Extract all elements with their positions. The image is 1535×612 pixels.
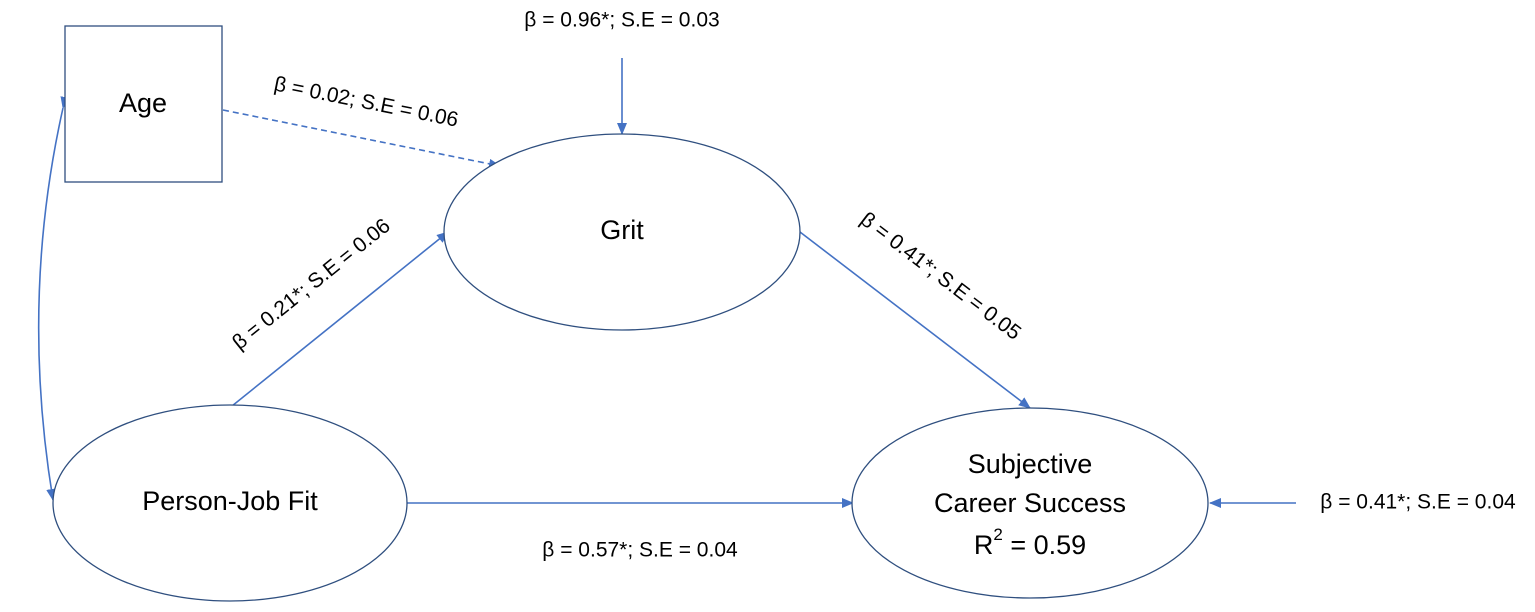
fit-to-success-label: β = 0.57*; S.E = 0.04: [542, 539, 738, 562]
career-success-line1: Subjective: [968, 449, 1093, 479]
grit-error-label: β = 0.96*; S.E = 0.03: [524, 9, 719, 32]
grit-ellipse: [443, 133, 801, 331]
grit-to-success-label: β = 0.41*; S.E = 0.05: [856, 208, 1025, 345]
r2-prefix: R: [974, 530, 994, 560]
age-fit-covariance-arrow: [37, 96, 71, 501]
fit-to-grit-label: β = 0.21*; S.E = 0.06: [228, 214, 395, 354]
age-label: Age: [119, 88, 167, 118]
person-job-fit-label: Person-Job Fit: [142, 486, 318, 516]
grit-to-success-arrow: [799, 231, 1031, 409]
age-to-grit-arrow: [222, 109, 501, 169]
age-box: [64, 25, 223, 183]
age-to-grit-label: β = 0.02; S.E = 0.06: [272, 72, 460, 131]
fit-to-grit-arrow: [231, 231, 449, 407]
grit-label: Grit: [600, 215, 644, 245]
career-success-ellipse: [851, 407, 1209, 599]
person-job-fit-ellipse: [52, 404, 408, 602]
career-success-r2: R2 = 0.59: [974, 525, 1086, 560]
r2-value: = 0.59: [1003, 530, 1086, 560]
career-success-line2: Career Success: [934, 488, 1126, 518]
r2-superscript: 2: [993, 525, 1002, 544]
success-error-label: β = 0.41*; S.E = 0.04: [1320, 491, 1516, 514]
